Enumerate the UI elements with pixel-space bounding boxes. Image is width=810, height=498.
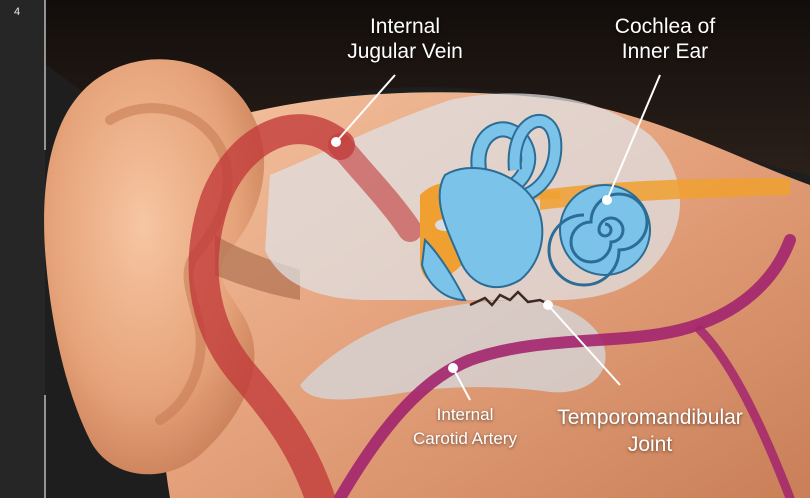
side-strip: [0, 0, 45, 498]
leader-dot-carotid: [448, 363, 458, 373]
corner-number: 4: [14, 6, 20, 18]
label-internal-carotid-artery: Internal Carotid Artery: [405, 405, 525, 450]
leader-dot-tmj: [543, 300, 553, 310]
label-line: Joint: [555, 432, 745, 457]
label-cochlea-of-inner-ear: Cochlea of Inner Ear: [600, 14, 730, 64]
label-internal-jugular-vein: Internal Jugular Vein: [345, 14, 465, 64]
label-line: Carotid Artery: [405, 429, 525, 449]
label-line: Internal: [405, 405, 525, 425]
label-line: Inner Ear: [600, 39, 730, 64]
label-temporomandibular-joint: Temporomandibular Joint: [555, 405, 745, 457]
leader-dot-cochlea: [602, 195, 612, 205]
label-line: Temporomandibular: [555, 405, 745, 430]
label-line: Jugular Vein: [345, 39, 465, 64]
label-line: Cochlea of: [600, 14, 730, 39]
leader-dot-jugular: [331, 137, 341, 147]
label-line: Internal: [345, 14, 465, 39]
